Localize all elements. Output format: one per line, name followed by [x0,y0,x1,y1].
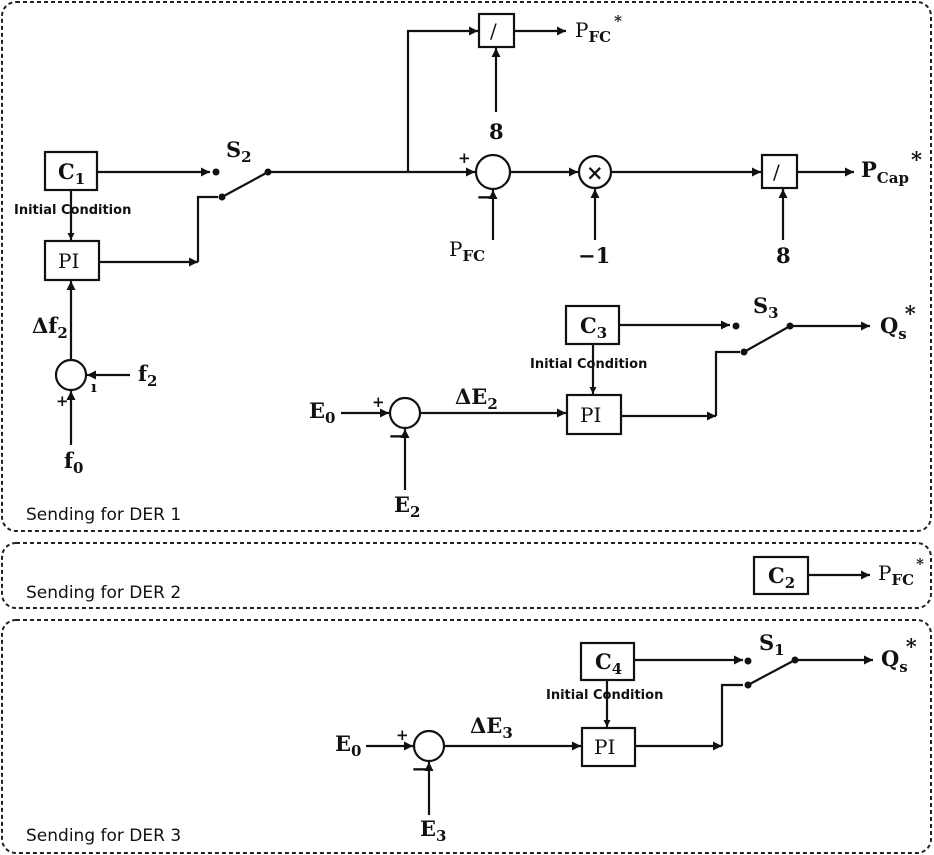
const-8-top: 8 [489,119,504,144]
c2-block [752,555,810,596]
div-label-top: / [490,19,497,43]
sum-e3-plus: + [396,726,409,744]
wire-pi-s2-up [196,195,218,262]
pcap-star-label: PCap* [861,147,922,187]
delta-e2-label: ΔE2 [455,384,498,413]
section-label-der1: Sending for DER 1 [26,505,181,525]
delta-f2-label: Δf2 [32,313,68,342]
pfc-star-label-2: PFC* [878,555,924,589]
f0-label: f0 [64,448,83,477]
const-neg1: −1 [578,243,610,268]
pfc-label: PFC [449,237,485,265]
f2-label: f2 [138,361,157,390]
qs-star-label-2: Qs* [881,634,917,676]
sum-pfc-plus: + [458,149,471,167]
s1-blade [747,659,796,686]
pi-label-f: PI [58,249,79,273]
section-label-der2: Sending for DER 2 [26,583,181,603]
wire-branch-div-top [406,26,478,172]
s3-blade [743,325,791,353]
initial-condition-label-1: Initial Condition [14,203,131,218]
qs-star-label-1: Qs* [880,301,916,343]
const-8-right: 8 [776,243,791,268]
sum-f-plus: + [56,392,69,410]
c3-label: C3 [580,313,607,342]
e3-label: E3 [420,816,446,845]
c1-label: C1 [58,159,85,188]
sum-junction-f [54,358,88,392]
wire-pi-s1-up [720,683,743,746]
pi-label-e3: PI [594,735,615,759]
sum-pfc-minus: − [476,184,494,209]
s1-contact-top [744,657,752,665]
pi-block-e3 [580,726,637,768]
e0-label-1: E0 [309,398,335,427]
c4-label: C4 [595,649,622,678]
section-label-der3: Sending for DER 3 [26,826,181,846]
sum-f-minus: ı [91,378,97,396]
pi-block-f [43,239,101,282]
wire-pi-s3-up [714,350,740,416]
frame-der2 [1,542,932,609]
frame-der1 [1,1,932,532]
sum-e2-minus: − [388,423,406,448]
sum-e3-minus: − [411,756,429,781]
pi-block-e2 [565,393,623,436]
multiplier-symbol: × [586,160,604,185]
s2-contact-top [212,168,220,176]
s2-blade [221,171,269,198]
e2-label: E2 [394,492,420,521]
s2-label: S2 [226,137,252,166]
s3-label: S3 [753,293,779,322]
e0-label-2: E0 [335,731,361,760]
pfc-star-label-1: PFC* [575,12,622,46]
initial-condition-label-2: Initial Condition [530,357,647,372]
frame-der3 [1,619,932,854]
sum-e2-plus: + [372,393,385,411]
delta-e3-label: ΔE3 [470,713,513,742]
s3-contact-top [732,322,740,330]
div-label-right: / [773,160,780,184]
initial-condition-label-3: Initial Condition [546,688,663,703]
pi-label-e2: PI [580,403,601,427]
s1-label: S1 [759,630,785,659]
c2-label: C2 [768,563,795,592]
